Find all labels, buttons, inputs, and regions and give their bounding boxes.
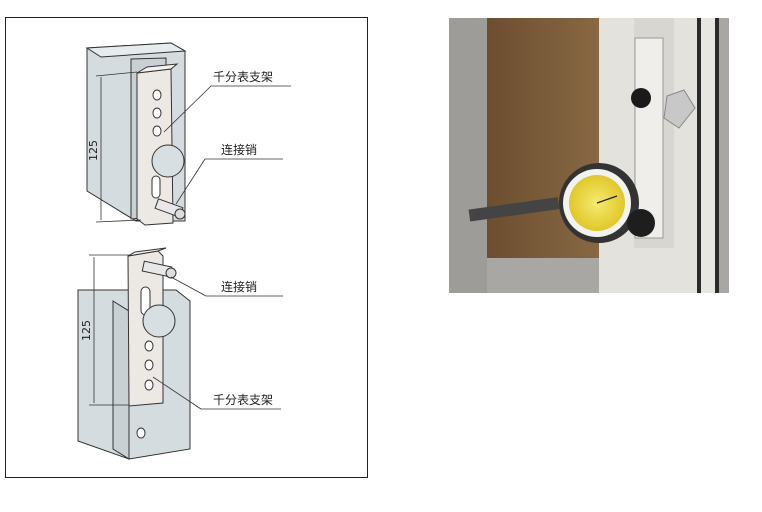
diagram-frame: 125 千分表支架 连接销 125 连接销 千分表支架 bbox=[5, 17, 368, 478]
top-assembly bbox=[85, 42, 187, 226]
top-pin-label: 连接销 bbox=[221, 142, 257, 157]
bottom-dimension-value: 125 bbox=[80, 320, 93, 341]
top-dimension bbox=[95, 71, 291, 223]
bottom-pin-label: 连接销 bbox=[221, 279, 257, 294]
top-dimension-value: 125 bbox=[87, 140, 100, 161]
bottom-dimension bbox=[89, 254, 283, 410]
bottom-bracket-label: 千分表支架 bbox=[213, 393, 273, 407]
bottom-assembly bbox=[77, 247, 191, 460]
product-photo bbox=[449, 18, 729, 293]
mounting-diagram: 125 千分表支架 连接销 125 连接销 千分表支架 bbox=[77, 42, 291, 460]
top-bracket-label: 千分表支架 bbox=[213, 70, 273, 84]
